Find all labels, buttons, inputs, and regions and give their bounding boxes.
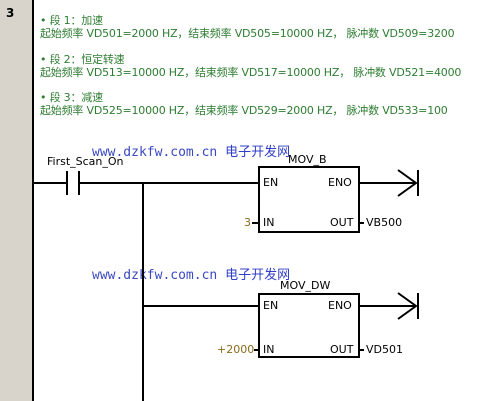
mov-dw-en-pin: EN (263, 299, 279, 312)
watermark-url: www.dzkfw.com.cn (92, 268, 218, 283)
segment1-comment-detail: 起始频率 VD501=2000 HZ，结束频率 VD505=10000 HZ， … (40, 27, 455, 40)
mov-dw-in-operand[interactable]: +2000 (217, 343, 255, 356)
mov-b-eno-pin: ENO (328, 176, 352, 189)
watermark-2: www.dzkfw.com.cn 电子开发网 (92, 264, 290, 283)
watermark-url: www.dzkfw.com.cn (92, 145, 218, 160)
mov-dw-out-pin: OUT (330, 343, 354, 356)
mov-b-box[interactable] (258, 166, 360, 233)
segment2-comment-title: • 段 2：恒定转速 (40, 53, 125, 66)
watermark-1: www.dzkfw.com.cn 电子开发网 (92, 141, 290, 160)
watermark-name: 电子开发网 (225, 268, 291, 283)
mov-dw-in-pin: IN (263, 343, 275, 356)
mov-b-name: MOV_B (288, 153, 327, 166)
segment2-comment-detail: 起始频率 VD513=10000 HZ，结束频率 VD517=10000 HZ，… (40, 66, 462, 79)
segment3-comment-title: • 段 3：减速 (40, 91, 103, 104)
segment3-comment-detail: 起始频率 VD525=10000 HZ，结束频率 VD529=2000 HZ， … (40, 104, 448, 117)
mov-dw-eno-pin: ENO (328, 299, 352, 312)
segment1-comment-title: • 段 1：加速 (40, 14, 103, 27)
eno-arrow-1 (397, 169, 418, 197)
mov-b-out-operand[interactable]: VB500 (366, 216, 403, 229)
mov-b-in-operand[interactable]: 3 (244, 216, 251, 229)
contact-label[interactable]: First_Scan_On (47, 155, 124, 168)
mov-b-out-pin: OUT (330, 216, 354, 229)
mov-b-in-pin: IN (263, 216, 275, 229)
mov-dw-box[interactable] (258, 293, 360, 358)
network-header[interactable]: 3 (0, 0, 32, 401)
mov-dw-out-operand[interactable]: VD501 (366, 343, 403, 356)
watermark-name: 电子开发网 (225, 145, 291, 160)
mov-b-en-pin: EN (263, 176, 279, 189)
eno-arrow-2 (397, 292, 418, 320)
network-number: 3 (6, 6, 15, 20)
mov-dw-name: MOV_DW (280, 279, 331, 292)
